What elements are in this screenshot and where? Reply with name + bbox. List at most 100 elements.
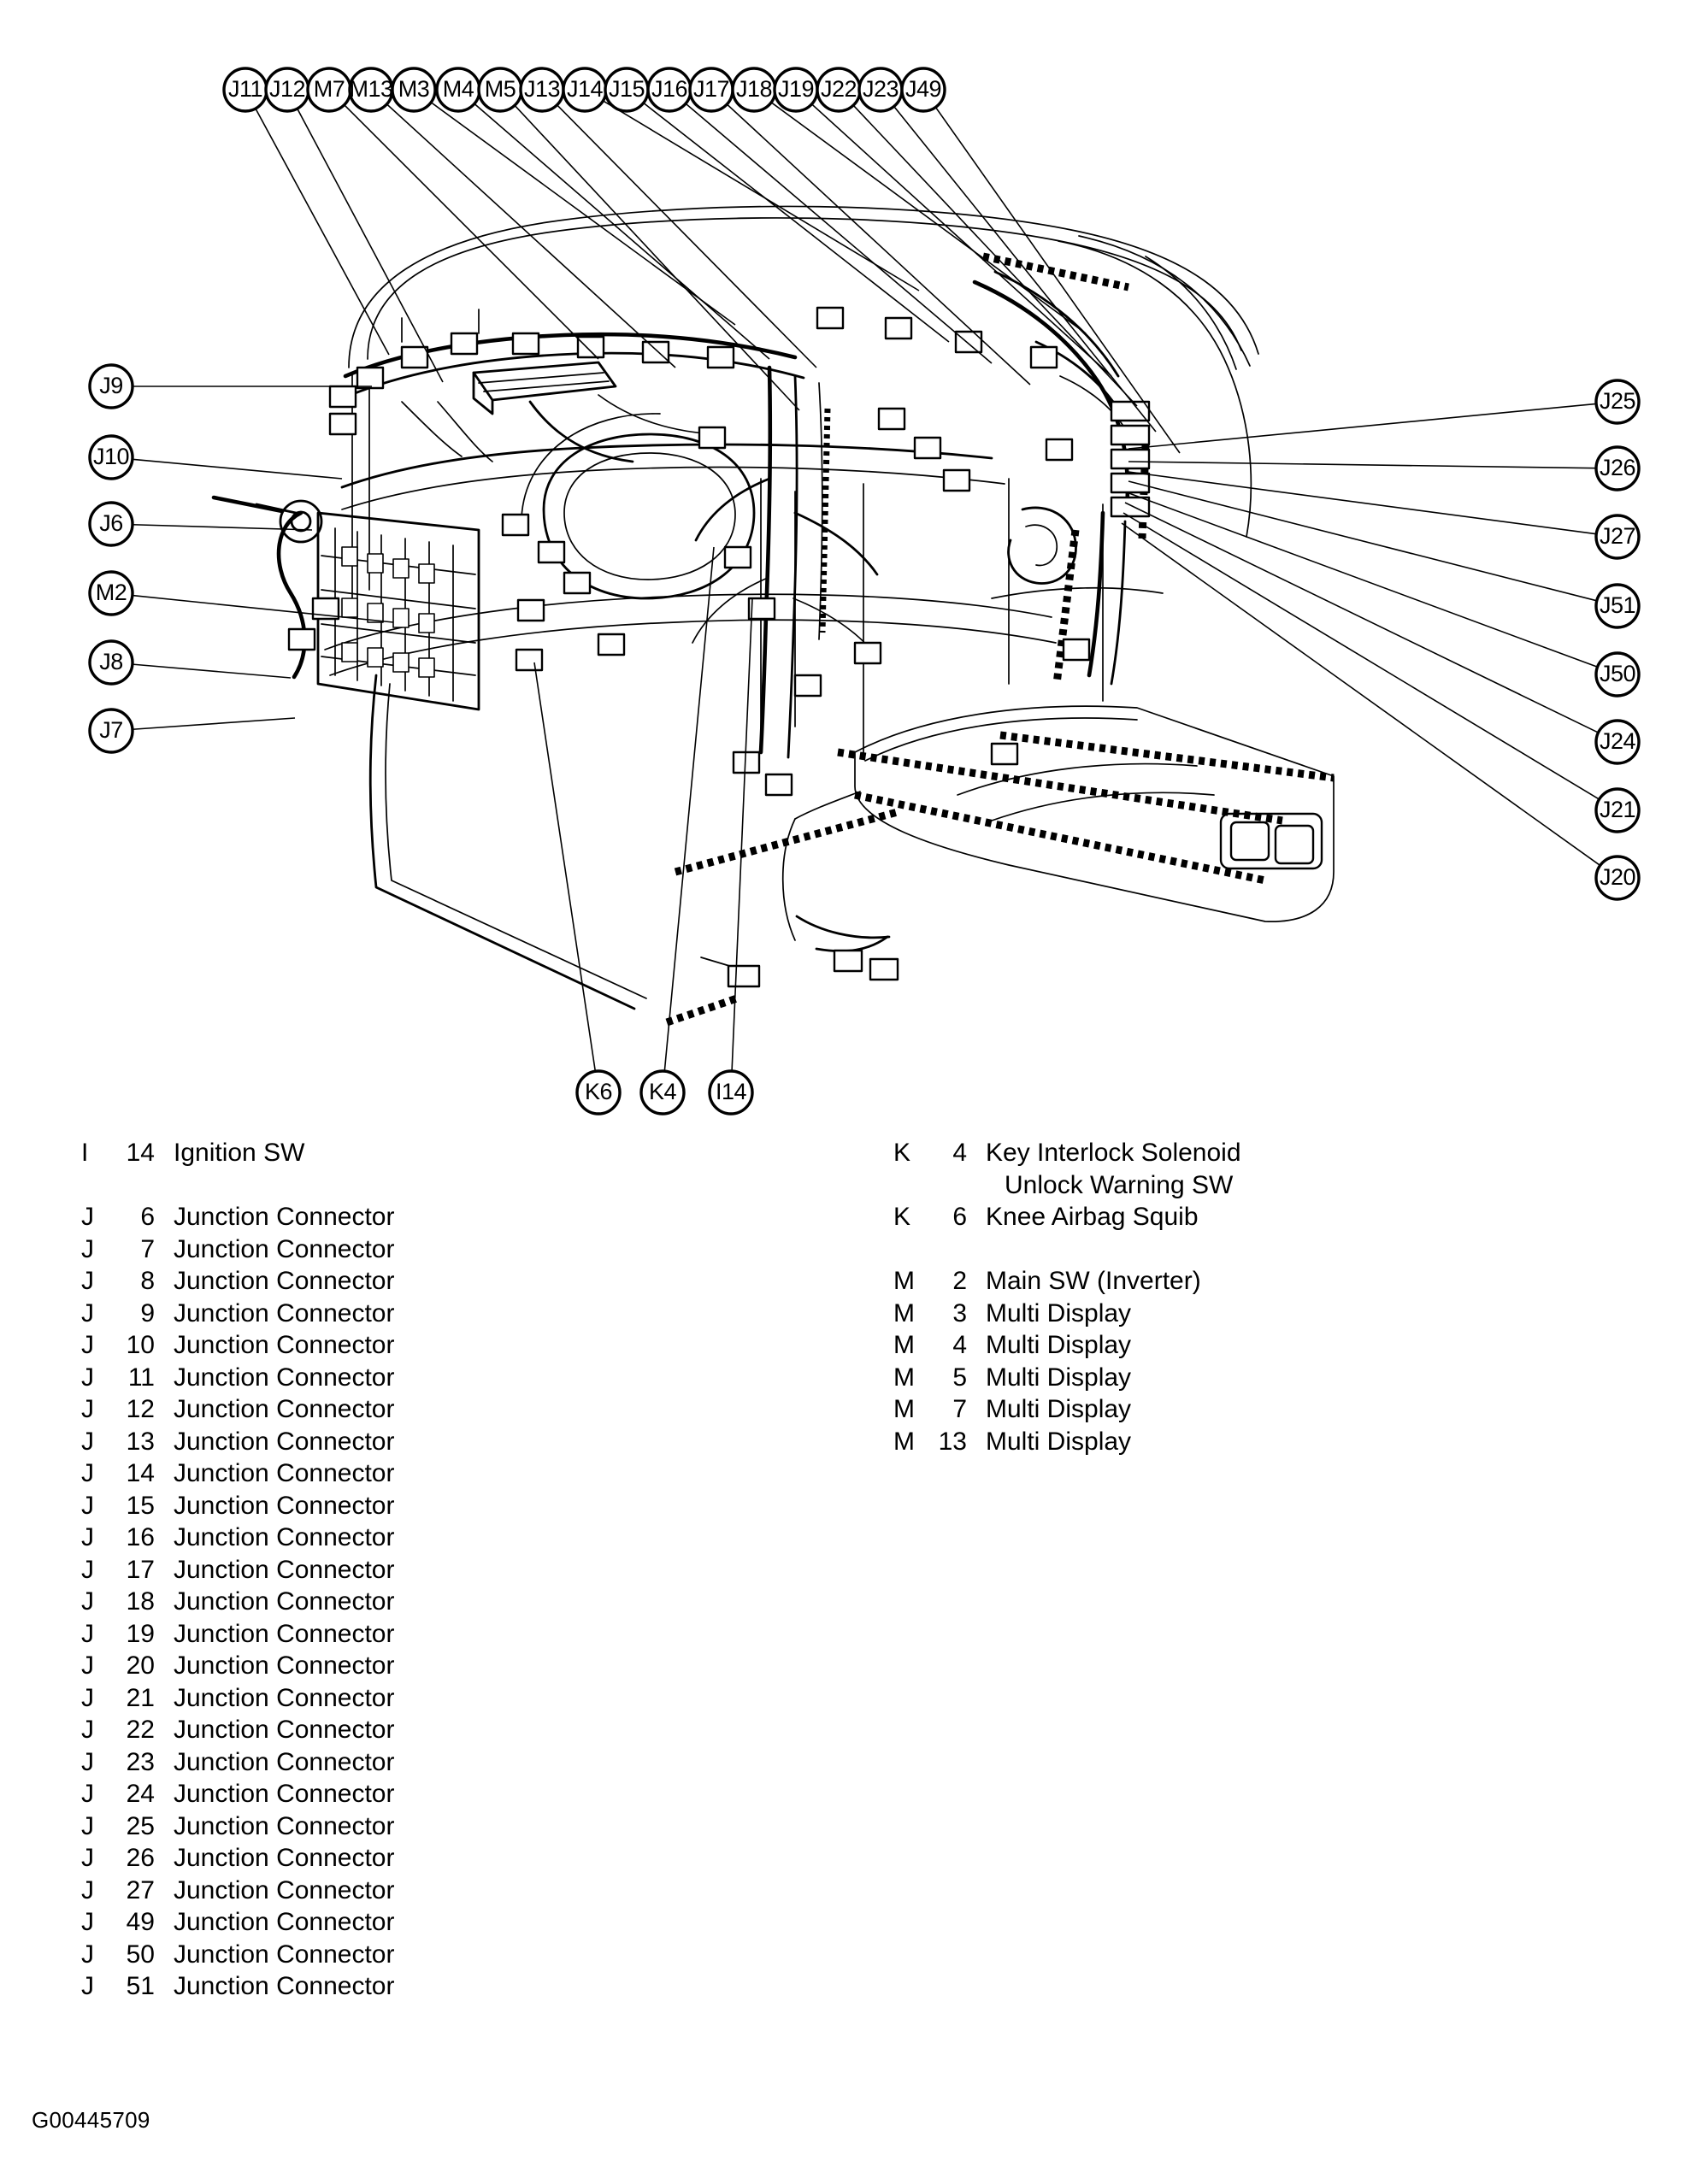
- legend-description: Multi Display: [986, 1331, 1132, 1359]
- callout-label: M4: [443, 76, 474, 102]
- legend-description: Junction Connector: [174, 1395, 395, 1423]
- legend-number: 16: [126, 1523, 155, 1551]
- callout-j13[interactable]: J13: [519, 67, 565, 113]
- legend-description: Junction Connector: [174, 1267, 395, 1295]
- callout-label: J9: [99, 373, 123, 398]
- leader-line-i14: [731, 598, 753, 1072]
- legend-letter: M: [893, 1427, 915, 1456]
- leader-line-j27: [1128, 471, 1597, 535]
- callout-m13[interactable]: M13: [348, 67, 394, 113]
- callout-label: J19: [778, 76, 814, 102]
- callout-label: J12: [269, 76, 305, 102]
- callout-j15[interactable]: J15: [604, 67, 650, 113]
- legend-description: Junction Connector: [174, 1298, 395, 1327]
- callout-m2[interactable]: M2: [88, 570, 134, 616]
- lower-harness-tails: [368, 674, 891, 1027]
- callout-j12[interactable]: J12: [264, 67, 310, 113]
- figure-code: G00445709: [32, 2107, 150, 2133]
- callout-j19[interactable]: J19: [773, 67, 819, 113]
- callout-circle: [1594, 855, 1641, 901]
- leader-line-j24: [1124, 502, 1599, 733]
- leader-line-j50: [1126, 492, 1598, 668]
- center-harness-trunk: [692, 365, 881, 759]
- leader-line-j19: [810, 103, 1112, 377]
- callout-m4[interactable]: M4: [435, 67, 481, 113]
- legend-letter: K: [893, 1139, 911, 1167]
- callout-k4[interactable]: K4: [639, 1069, 686, 1116]
- legend-letter: M: [893, 1363, 915, 1392]
- legend-number: 2: [952, 1267, 967, 1295]
- leader-line-j25: [1128, 403, 1597, 450]
- legend-letter: J: [81, 1811, 94, 1840]
- callout-circle: [88, 570, 134, 616]
- callout-j49[interactable]: J49: [900, 67, 946, 113]
- legend-letter: J: [81, 1298, 94, 1327]
- legend-description: Junction Connector: [174, 1459, 395, 1487]
- leader-line-j20: [1121, 522, 1601, 867]
- leader-line-j11: [255, 108, 390, 356]
- callout-j9[interactable]: J9: [88, 363, 134, 409]
- callout-j26[interactable]: J26: [1594, 445, 1641, 492]
- callout-circle: [1594, 514, 1641, 560]
- callout-label: M3: [398, 76, 430, 102]
- callout-j21[interactable]: J21: [1594, 787, 1641, 833]
- callout-label: J50: [1600, 661, 1635, 686]
- legend-description: Multi Display: [986, 1363, 1132, 1392]
- leader-line-m3: [430, 102, 736, 326]
- callout-j10[interactable]: J10: [88, 434, 134, 480]
- callout-m5[interactable]: M5: [477, 67, 523, 113]
- callout-j6[interactable]: J6: [88, 501, 134, 547]
- callout-m3[interactable]: M3: [391, 67, 437, 113]
- callout-j22[interactable]: J22: [816, 67, 862, 113]
- legend-letter: M: [893, 1331, 915, 1359]
- callout-j14[interactable]: J14: [562, 67, 608, 113]
- callout-j7[interactable]: J7: [88, 708, 134, 754]
- callout-j16[interactable]: J16: [646, 67, 692, 113]
- legend-letter: I: [81, 1139, 89, 1167]
- callout-j8[interactable]: J8: [88, 639, 134, 686]
- callout-label: J25: [1600, 388, 1635, 414]
- diagram-svg: J11J12M7M13M3M4M5J13J14J15J16J17J18J19J2…: [88, 67, 1641, 1116]
- callout-label: J10: [93, 444, 129, 469]
- callout-j17[interactable]: J17: [688, 67, 734, 113]
- leader-line-j12: [297, 108, 444, 383]
- callout-k6[interactable]: K6: [575, 1069, 622, 1116]
- callout-j23[interactable]: J23: [857, 67, 904, 113]
- callout-m7[interactable]: M7: [306, 67, 352, 113]
- legend-description: Junction Connector: [174, 1651, 395, 1680]
- callout-i14[interactable]: I14: [708, 1069, 754, 1116]
- callout-j11[interactable]: J11: [222, 67, 268, 113]
- callout-circle: [708, 1069, 754, 1116]
- callout-j24[interactable]: J24: [1594, 719, 1641, 765]
- callout-j20[interactable]: J20: [1594, 855, 1641, 901]
- legend-description: Multi Display: [986, 1298, 1132, 1327]
- callout-circle: [391, 67, 437, 113]
- callout-label: J24: [1600, 728, 1636, 754]
- legend-description: Key Interlock Solenoid: [986, 1139, 1241, 1167]
- callout-j25[interactable]: J25: [1594, 379, 1641, 425]
- legend-number: 14: [126, 1459, 155, 1487]
- legend-number: 5: [952, 1363, 967, 1392]
- legend-description: Multi Display: [986, 1427, 1132, 1456]
- callout-j51[interactable]: J51: [1594, 583, 1641, 629]
- callout-j18[interactable]: J18: [731, 67, 777, 113]
- legend-number: 3: [952, 1298, 967, 1327]
- callout-j50[interactable]: J50: [1594, 651, 1641, 698]
- legend-letter: J: [81, 1491, 94, 1520]
- driver-side-junction-block: [211, 495, 480, 711]
- callout-circle: [900, 67, 946, 113]
- callout-label: J23: [863, 76, 899, 102]
- legend-number: 27: [126, 1875, 155, 1904]
- callout-j27[interactable]: J27: [1594, 514, 1641, 560]
